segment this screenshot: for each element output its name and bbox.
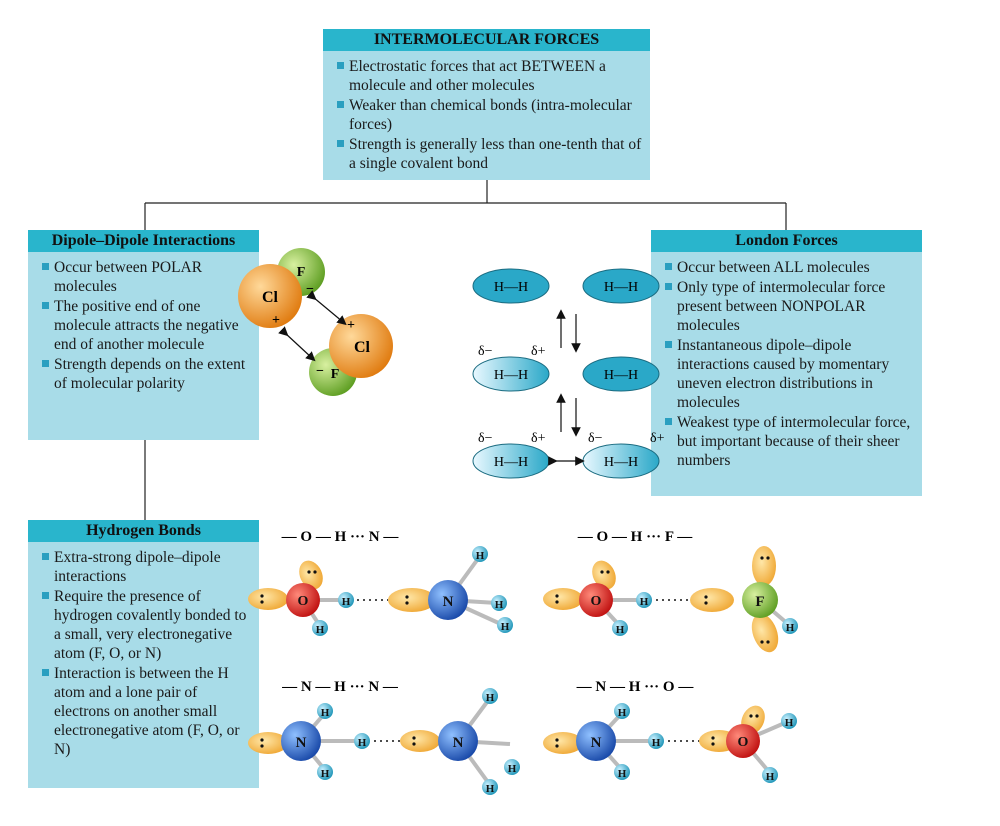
atom-label-h: H <box>501 621 510 633</box>
atom-label-n: N <box>443 594 454 610</box>
atom-label-cl: Cl <box>354 339 371 356</box>
hbond-example-label: — N — H ··· N — <box>281 679 399 695</box>
hbond-bullet: Extra-strong dipole–dipole interactions <box>42 548 253 586</box>
h2-label: H—H <box>604 455 638 470</box>
h2-label: H—H <box>494 280 528 295</box>
partial-charge-plus: + <box>347 318 355 333</box>
main-bullet: Strength is generally less than one-tent… <box>337 135 644 173</box>
delta-minus-label: δ− <box>588 431 603 446</box>
atom-label-h: H <box>618 707 627 719</box>
atom-label-h: H <box>476 550 485 562</box>
delta-plus-label: δ+ <box>531 344 546 359</box>
atom-label-h: H <box>640 596 649 608</box>
atom-label-h: H <box>495 599 504 611</box>
partial-charge-minus: − <box>316 364 324 379</box>
delta-plus-label: δ+ <box>650 431 665 446</box>
london-box: London Forces Occur between ALL molecule… <box>651 230 922 496</box>
dipole-title: Dipole–Dipole Interactions <box>28 230 259 252</box>
hbond-example-label: — O — H ··· N — <box>281 529 400 545</box>
hbond-oh-n <box>248 546 513 636</box>
atom-label-h: H <box>785 717 794 729</box>
london-bullet: Weakest type of intermolecular force, bu… <box>665 413 916 470</box>
atom-label-f: F <box>297 265 306 280</box>
hbond-nh-o <box>543 703 797 783</box>
hcl-molecule-top <box>238 248 325 328</box>
london-bullet: Occur between ALL molecules <box>665 258 916 277</box>
hbond-title: Hydrogen Bonds <box>28 520 259 542</box>
atom-label-h: H <box>321 768 330 780</box>
hbond-bullets: Extra-strong dipole–dipole interactions … <box>28 542 259 759</box>
hbond-example-label: — N — H ··· O — <box>576 679 695 695</box>
delta-minus-label: δ− <box>478 431 493 446</box>
dipole-bullets: Occur between POLAR molecules The positi… <box>28 252 259 393</box>
delta-minus-label: δ− <box>478 344 493 359</box>
atom-label-f: F <box>331 367 340 382</box>
hbond-bullet: Interaction is between the H atom and a … <box>42 664 253 759</box>
atom-label-f: F <box>755 594 764 610</box>
london-title: London Forces <box>651 230 922 252</box>
h2-label: H—H <box>494 455 528 470</box>
atom-label-h: H <box>342 596 351 608</box>
atom-label-h: H <box>618 768 627 780</box>
partial-charge-minus: − <box>306 282 314 297</box>
main-title: INTERMOLECULAR FORCES <box>323 29 650 51</box>
hbond-bullet: Require the presence of hydrogen covalen… <box>42 587 253 663</box>
h2-molecule-row1 <box>472 268 660 304</box>
atom-label-h: H <box>508 763 517 775</box>
dipole-bullet: Occur between POLAR molecules <box>42 258 253 296</box>
chlorine-atom <box>238 264 302 328</box>
atom-label-cl: Cl <box>262 289 279 306</box>
dipole-bullet: The positive end of one molecule attract… <box>42 297 253 354</box>
hbond-example-label: — O — H ··· F — <box>577 529 693 545</box>
h2-label: H—H <box>494 368 528 383</box>
atom-label-h: H <box>321 707 330 719</box>
atom-label-h: H <box>316 624 325 636</box>
atom-label-h: H <box>652 737 661 749</box>
main-bullet: Weaker than chemical bonds (intra-molecu… <box>337 96 644 134</box>
atom-label-h: H <box>486 692 495 704</box>
h2-label: H—H <box>604 280 638 295</box>
hbond-oh-f <box>543 546 798 653</box>
hbond-box: Hydrogen Bonds Extra-strong dipole–dipol… <box>28 520 259 788</box>
lone-pair-dots <box>260 556 770 748</box>
atom-label-o: O <box>298 594 309 609</box>
atom-label-n: N <box>296 735 307 751</box>
partial-charge-plus: + <box>272 313 280 328</box>
atom-label-h: H <box>486 783 495 795</box>
london-bullet: Only type of intermolecular force presen… <box>665 278 916 335</box>
atom-label-h: H <box>616 624 625 636</box>
h2-molecule-row2 <box>472 356 660 392</box>
main-bullets: Electrostatic forces that act BETWEEN a … <box>323 51 650 173</box>
atom-label-o: O <box>738 735 749 750</box>
hcl-molecule-bottom <box>309 314 393 396</box>
atom-label-n: N <box>591 735 602 751</box>
delta-plus-label: δ+ <box>531 431 546 446</box>
attraction-arrow <box>306 290 347 326</box>
atom-label-o: O <box>591 594 602 609</box>
atom-label-h: H <box>786 622 795 634</box>
dipole-box: Dipole–Dipole Interactions Occur between… <box>28 230 259 440</box>
attraction-arrow <box>278 326 316 362</box>
dipole-bullet: Strength depends on the extent of molecu… <box>42 355 253 393</box>
main-box: INTERMOLECULAR FORCES Electrostatic forc… <box>323 29 650 180</box>
london-bullets: Occur between ALL molecules Only type of… <box>651 252 922 470</box>
chlorine-atom <box>329 314 393 378</box>
h2-label: H—H <box>604 368 638 383</box>
h2-molecule-row3 <box>472 443 660 479</box>
main-bullet: Electrostatic forces that act BETWEEN a … <box>337 57 644 95</box>
atom-label-n: N <box>453 735 464 751</box>
hbond-nh-n <box>248 688 520 795</box>
polarization-arrows <box>548 309 585 466</box>
atom-label-h: H <box>766 771 775 783</box>
atom-label-h: H <box>358 737 367 749</box>
london-bullet: Instantaneous dipole–dipole interactions… <box>665 336 916 412</box>
